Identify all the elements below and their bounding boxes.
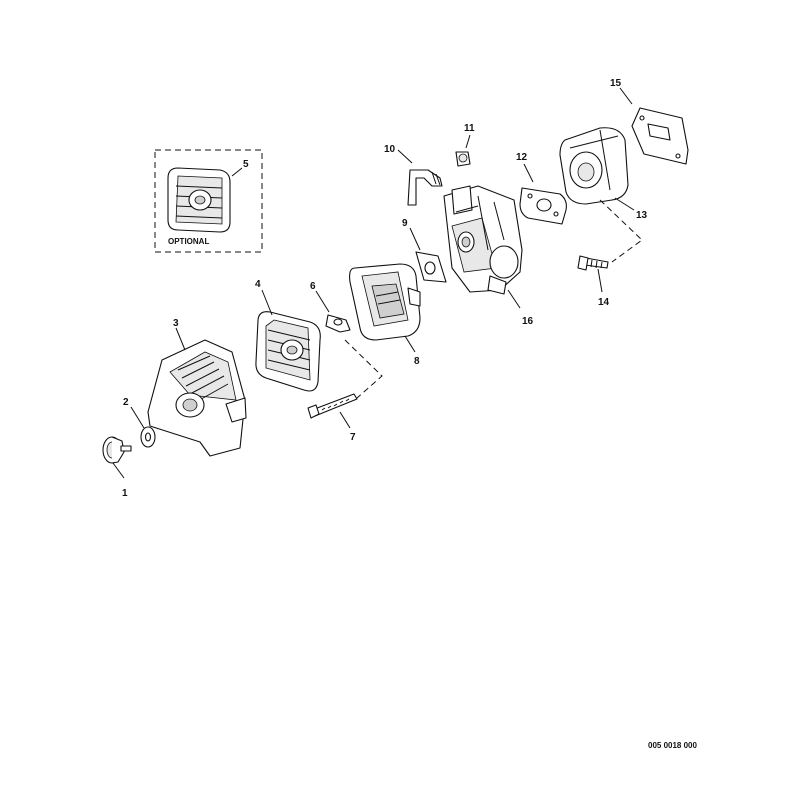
callout-8: 8	[414, 356, 420, 367]
part-4-air-filter	[255, 289, 321, 392]
part-5-optional-filter	[154, 149, 263, 253]
callout-1: 1	[122, 488, 128, 499]
part-8-air-cleaner-base	[349, 263, 421, 353]
part-11-cap	[455, 134, 471, 167]
callout-9: 9	[402, 218, 408, 229]
callout-labels: 1 2 3 4 5 6 7 8 9 10 11 12 13 14 15 16	[122, 78, 648, 499]
callout-15: 15	[610, 78, 622, 89]
callout-14: 14	[598, 297, 610, 308]
part-14-bolt	[577, 199, 643, 293]
callout-2: 2	[123, 397, 129, 408]
part-15-gasket	[619, 87, 689, 165]
part-3-air-cleaner-cover	[147, 327, 247, 457]
part-1-knob	[102, 436, 132, 479]
callout-12: 12	[516, 152, 528, 163]
callout-6: 6	[310, 281, 316, 292]
callout-4: 4	[255, 279, 261, 290]
part-9-gasket	[409, 227, 447, 283]
callout-16: 16	[522, 316, 534, 327]
callout-11: 11	[464, 123, 475, 134]
drawing-number: 005 0018 000	[648, 741, 697, 750]
callout-7: 7	[350, 432, 356, 443]
part-12-gasket	[519, 163, 567, 225]
optional-label: OPTIONAL	[168, 237, 209, 246]
part-16-carburetor	[443, 185, 523, 309]
part-6-washer	[315, 290, 351, 333]
part-10-hose	[397, 149, 443, 206]
callout-13: 13	[636, 210, 648, 221]
part-13-housing	[559, 127, 635, 211]
part-7-bolt	[307, 339, 383, 429]
callout-5: 5	[243, 159, 249, 170]
callout-3: 3	[173, 318, 179, 329]
callout-10: 10	[384, 144, 396, 155]
part-2-washer	[130, 406, 156, 448]
